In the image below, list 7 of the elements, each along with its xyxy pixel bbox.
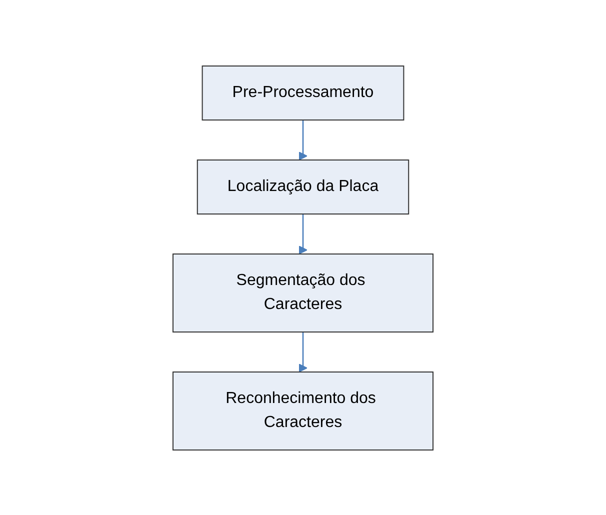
arrow	[298, 332, 308, 372]
node-box: Reconhecimento dos Caracteres	[172, 371, 434, 450]
node-box: Localização da Placa	[196, 159, 410, 214]
arrow	[298, 214, 308, 254]
arrow	[298, 120, 308, 160]
node-box: Segmentação dos Caracteres	[172, 253, 434, 332]
node-box: Pre-Processamento	[202, 65, 404, 120]
